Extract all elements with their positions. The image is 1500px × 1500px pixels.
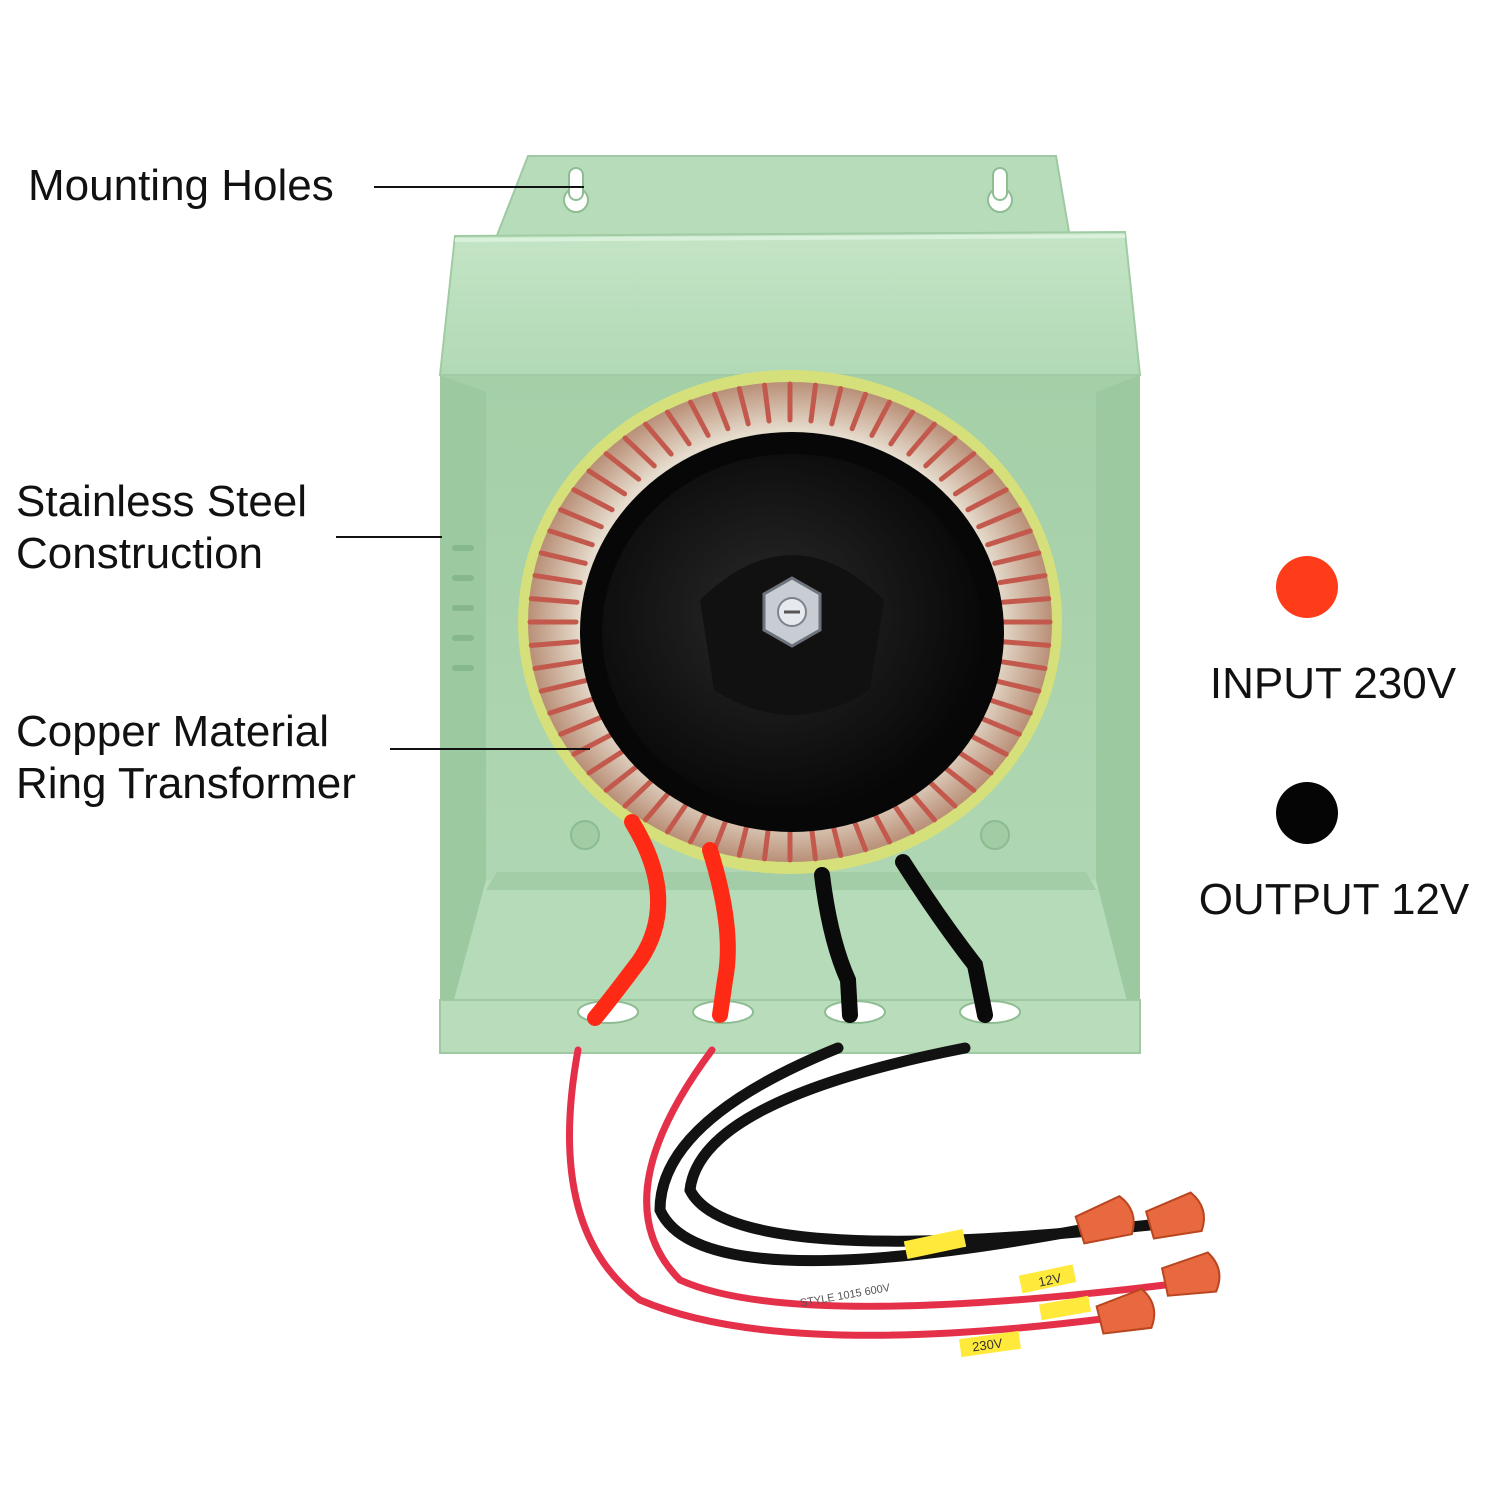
copper-winding-stripe: [586, 747, 628, 776]
copper-winding-stripe: [643, 421, 674, 457]
ring-transformer: [518, 370, 1062, 874]
copper-winding-stripe: [558, 507, 604, 530]
internal-wires: [587, 814, 993, 1026]
copper-winding-stripe: [547, 528, 595, 548]
copper-winding-stripe: [688, 399, 711, 438]
copper-winding-stripe: [992, 550, 1042, 566]
copper-winding-stripe: [558, 714, 604, 737]
callout-mounting-holes: Mounting Holes: [28, 161, 334, 210]
copper-winding-stripe: [938, 762, 977, 793]
copper-winding-stripe: [603, 762, 642, 793]
mounting-bracket: [494, 155, 1072, 239]
copper-winding-stripe: [997, 573, 1048, 586]
copper-windings: [527, 381, 1053, 863]
leader-copper: [390, 748, 590, 750]
wire-connector-4-icon: [1095, 1287, 1156, 1335]
input-legend-label: INPUT 230V: [1209, 659, 1457, 708]
copper-winding-stripe: [923, 435, 958, 469]
tag-12v: 12V: [1037, 1270, 1063, 1290]
copper-winding-stripe: [622, 435, 657, 469]
copper-winding-stripe: [906, 421, 937, 457]
copper-winding-stripe: [571, 731, 615, 757]
center-bolt-icon: [762, 576, 822, 648]
callout-stainless-line1: Stainless Steel: [16, 477, 308, 526]
wire-connector-2-icon: [1144, 1191, 1205, 1240]
wire-connector-3-icon: [1160, 1251, 1221, 1297]
copper-winding-stripe: [571, 487, 615, 513]
copper-winding-stripe: [622, 775, 657, 809]
copper-winding-stripe: [643, 787, 674, 823]
callout-copper-line2: Ring Transformer: [16, 759, 356, 808]
copper-winding-stripe: [528, 596, 580, 605]
mounting-hole-left-icon: [563, 167, 589, 213]
copper-winding-stripe: [976, 714, 1022, 737]
housing-lid: [438, 230, 1142, 376]
output-legend-label: OUTPUT 12V: [1198, 875, 1470, 924]
wire-connector-1-icon: [1074, 1194, 1135, 1245]
copper-winding-stripe: [664, 409, 692, 447]
tag-230v: 230V: [971, 1335, 1003, 1354]
copper-winding-stripe: [532, 658, 583, 671]
copper-winding-stripe: [1000, 639, 1052, 648]
copper-winding-stripe: [664, 797, 692, 835]
callout-copper-line1: Copper Material: [16, 707, 330, 756]
output-legend-dot: [1276, 782, 1338, 844]
copper-winding-stripe: [938, 451, 977, 482]
copper-winding-stripe: [829, 386, 844, 427]
copper-winding-stripe: [603, 451, 642, 482]
copper-winding-stripe: [965, 487, 1009, 513]
wire-connectors: [1074, 1191, 1221, 1335]
copper-winding-stripe: [762, 382, 772, 424]
external-wires: [566, 1042, 1169, 1339]
leader-mounting-holes: [374, 186, 584, 188]
callout-stainless-line2: Construction: [16, 529, 264, 578]
leader-stainless: [336, 536, 442, 538]
copper-winding-stripe: [532, 573, 583, 586]
copper-winding-stripe: [976, 507, 1022, 530]
copper-winding-stripe: [952, 468, 994, 497]
copper-winding-stripe: [849, 391, 868, 432]
copper-winding-stripe: [992, 678, 1042, 694]
mounting-hole-right-icon: [987, 167, 1013, 213]
copper-winding-stripe: [888, 409, 916, 447]
copper-winding-stripe: [712, 391, 731, 432]
copper-winding-stripe: [1000, 596, 1052, 605]
copper-winding-stripe: [965, 731, 1009, 757]
copper-winding-stripe: [869, 399, 892, 438]
copper-winding-stripe: [528, 639, 580, 648]
copper-winding-stripe: [736, 386, 751, 427]
copper-winding-stripe: [808, 382, 818, 424]
copper-winding-stripe: [538, 678, 588, 694]
copper-winding-stripe: [586, 468, 628, 497]
copper-winding-stripe: [997, 658, 1048, 671]
copper-winding-stripe: [985, 528, 1033, 548]
copper-winding-stripe: [952, 747, 994, 776]
copper-winding-stripe: [547, 696, 595, 716]
copper-winding-stripe: [538, 550, 588, 566]
input-legend-dot: [1276, 556, 1338, 618]
copper-winding-stripe: [985, 696, 1033, 716]
